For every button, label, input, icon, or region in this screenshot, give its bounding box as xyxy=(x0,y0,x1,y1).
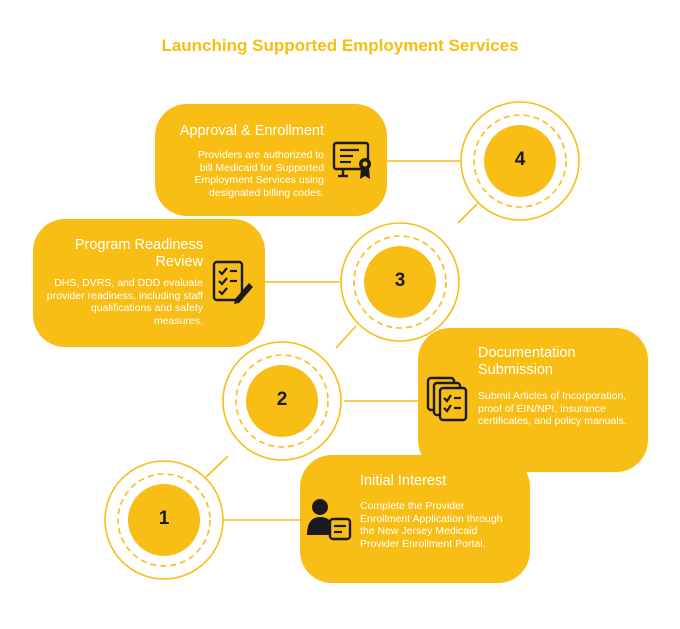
step-1-ring xyxy=(104,460,224,580)
connector-3-4 xyxy=(457,203,478,224)
step-3-ring xyxy=(340,222,460,342)
step-1-text: Complete the Provider Enrollment Applica… xyxy=(360,500,503,550)
step-2-card: Documentation Submission Submit Articles… xyxy=(418,328,648,472)
step-2-ring xyxy=(222,341,342,461)
step-4-card: Approval & Enrollment Providers are auth… xyxy=(155,104,387,216)
step-2-number: 2 xyxy=(276,389,288,410)
certificate-icon xyxy=(332,141,371,179)
step-3-card: Program Readiness Review DHS, DVRS, and … xyxy=(33,219,265,347)
step-3-number: 3 xyxy=(394,270,406,291)
step-1-card: Initial Interest Complete the Provider E… xyxy=(300,455,530,583)
step-4-title: Approval & Enrollment xyxy=(179,123,324,139)
step-2-text: Submit Articles of Incorporation, proof … xyxy=(478,390,627,427)
step-3-text: DHS, DVRS, and DDD evaluate provider rea… xyxy=(46,277,203,327)
connector-1-2 xyxy=(205,455,229,478)
person-form-icon xyxy=(307,499,352,541)
step-4-number: 4 xyxy=(514,149,526,170)
document-stack-icon xyxy=(426,376,468,422)
step-4-ring xyxy=(460,101,580,221)
step-4-text: Providers are authorized to bill Medicai… xyxy=(194,149,324,199)
step-2-title: Documentation Submission xyxy=(478,345,576,378)
step-1-number: 1 xyxy=(158,508,170,529)
connector-2-3 xyxy=(335,325,357,349)
checklist-pen-icon xyxy=(212,260,253,304)
step-3-title: Program Readiness Review xyxy=(74,237,203,270)
page-title: Launching Supported Employment Services xyxy=(161,36,519,55)
step-1-title: Initial Interest xyxy=(360,473,447,489)
